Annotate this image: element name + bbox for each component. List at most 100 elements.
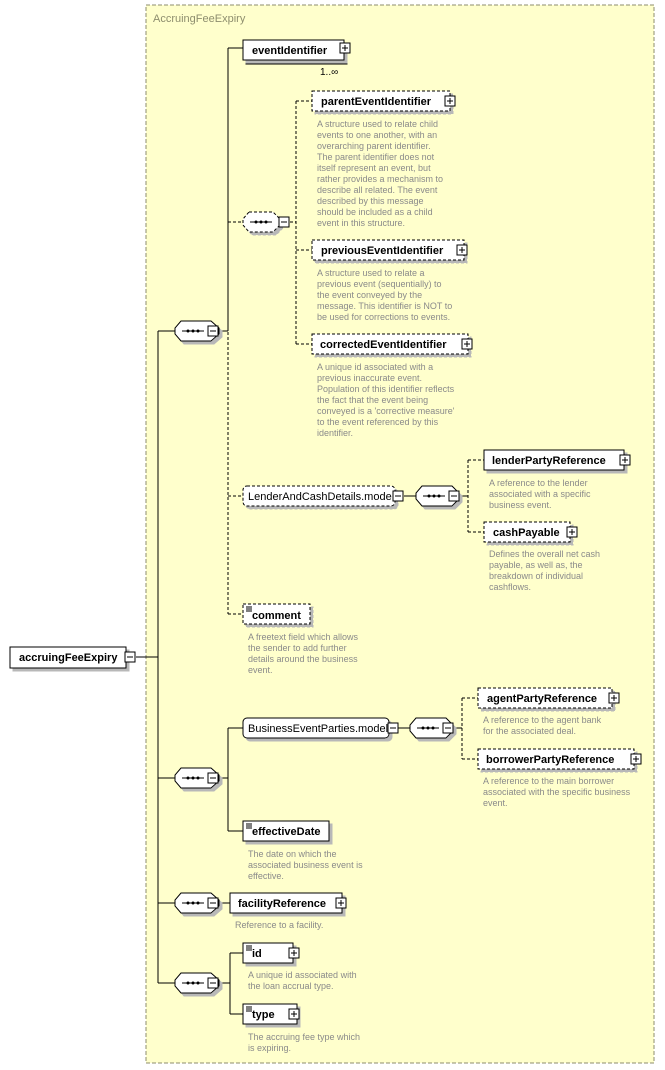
- doc-line: A structure used to relate child: [317, 119, 438, 129]
- sequence-compositor-lender[interactable]: [415, 485, 460, 507]
- doc-line: conveyed is a 'corrective measure': [317, 406, 455, 416]
- expand-icon[interactable]: [630, 753, 642, 765]
- simple-type-icon: [246, 606, 252, 612]
- doc-line: event.: [483, 798, 508, 808]
- element-doc: Reference to a facility.: [235, 920, 323, 930]
- element-label: id: [252, 948, 262, 960]
- expand-icon[interactable]: [335, 897, 347, 909]
- element-label: facilityReference: [238, 898, 326, 910]
- element-label: effectiveDate: [252, 826, 320, 838]
- collapse-icon[interactable]: [387, 722, 399, 734]
- doc-line: rather provides a mechanism to: [317, 174, 443, 184]
- doc-line: previous inaccurate event.: [317, 373, 422, 383]
- collapse-icon[interactable]: [392, 490, 404, 502]
- element-label: comment: [252, 610, 301, 622]
- sequence-compositor-3[interactable]: [174, 892, 220, 914]
- doc-line: event.: [248, 665, 273, 675]
- collapse-icon[interactable]: [207, 977, 219, 989]
- doc-line: A freetext field which allows: [248, 632, 359, 642]
- doc-line: breakdown of individual: [489, 571, 583, 581]
- doc-line: described by this message: [317, 196, 424, 206]
- element-label: lenderPartyReference: [492, 455, 606, 467]
- element-label: parentEventIdentifier: [321, 96, 432, 108]
- doc-line: A reference to the agent bank: [483, 715, 602, 725]
- collapse-icon[interactable]: [448, 490, 460, 502]
- doc-line: Defines the overall net cash: [489, 549, 600, 559]
- expand-icon[interactable]: [339, 42, 351, 54]
- doc-line: identifier.: [317, 428, 353, 438]
- group-BusinessEventParties-model[interactable]: BusinessEventParties.model: [242, 717, 399, 739]
- element-label: eventIdentifier: [252, 45, 328, 57]
- element-previousEventIdentifier[interactable]: previousEventIdentifier A structure used…: [311, 239, 468, 322]
- doc-line: events to one another, with an: [317, 130, 437, 140]
- doc-line: The accruing fee type which: [248, 1032, 360, 1042]
- expand-icon[interactable]: [461, 338, 473, 350]
- sequence-compositor-2[interactable]: [174, 767, 220, 789]
- expand-icon[interactable]: [288, 1008, 300, 1020]
- group-LenderAndCashDetails-model[interactable]: LenderAndCashDetails.model: [242, 485, 404, 507]
- element-label: borrowerPartyReference: [486, 754, 614, 766]
- element-facilityReference[interactable]: facilityReference Reference to a facilit…: [229, 892, 347, 930]
- doc-line: associated with a specific: [489, 489, 591, 499]
- expand-icon[interactable]: [444, 95, 456, 107]
- root-element-accruingFeeExpiry[interactable]: accruingFeeExpiry: [9, 646, 136, 669]
- doc-line: business event.: [489, 500, 552, 510]
- doc-line: describe all related. The event: [317, 185, 438, 195]
- element-agentPartyReference[interactable]: agentPartyReference A reference to the a…: [477, 687, 620, 736]
- doc-line: the fact that the event being: [317, 395, 428, 405]
- sequence-compositor-optional[interactable]: [242, 211, 290, 233]
- collapse-icon[interactable]: [207, 897, 219, 909]
- element-parentEventIdentifier[interactable]: parentEventIdentifier A structure used t…: [311, 90, 456, 228]
- collapse-icon[interactable]: [124, 651, 136, 663]
- expand-icon[interactable]: [608, 692, 620, 704]
- element-cashPayable[interactable]: cashPayable Defines the overall net cash…: [483, 521, 600, 592]
- doc-line: for the associated deal.: [483, 726, 576, 736]
- element-label: agentPartyReference: [487, 693, 597, 705]
- doc-line: A structure used to relate a: [317, 268, 425, 278]
- group-label: LenderAndCashDetails.model: [248, 491, 394, 503]
- doc-line: the sender to add further: [248, 643, 347, 653]
- expand-icon[interactable]: [456, 244, 468, 256]
- doc-line: associated with the specific business: [483, 787, 631, 797]
- expand-icon[interactable]: [566, 526, 578, 538]
- doc-line: to the event referenced by this: [317, 417, 439, 427]
- doc-line: effective.: [248, 871, 284, 881]
- sequence-compositor-parties[interactable]: [409, 717, 454, 739]
- doc-line: overarching parent identifier.: [317, 141, 431, 151]
- doc-line: The parent identifier does not: [317, 152, 435, 162]
- optional-connectors: [219, 100, 484, 760]
- element-borrowerPartyReference[interactable]: borrowerPartyReference A reference to th…: [477, 748, 642, 808]
- simple-type-icon: [246, 1006, 252, 1012]
- element-eventIdentifier[interactable]: eventIdentifier 1..∞: [242, 39, 351, 78]
- doc-line: cashflows.: [489, 582, 531, 592]
- root-label: accruingFeeExpiry: [19, 652, 118, 664]
- expand-icon[interactable]: [619, 454, 631, 466]
- sequence-compositor-4[interactable]: [174, 972, 220, 994]
- collapse-icon[interactable]: [442, 722, 454, 734]
- expand-icon[interactable]: [288, 947, 300, 959]
- sequence-compositor-1[interactable]: [174, 320, 220, 342]
- multiplicity-label: 1..∞: [320, 67, 338, 78]
- group-label: BusinessEventParties.model: [248, 723, 388, 735]
- collapse-icon[interactable]: [278, 216, 290, 228]
- doc-line: details around the business: [248, 654, 358, 664]
- doc-line: A reference to the main borrower: [483, 776, 614, 786]
- element-correctedEventIdentifier[interactable]: correctedEventIdentifier A unique id ass…: [311, 333, 473, 438]
- doc-line: payable, as well as, the: [489, 560, 583, 570]
- collapse-icon[interactable]: [207, 325, 219, 337]
- collapse-icon[interactable]: [207, 772, 219, 784]
- element-lenderPartyReference[interactable]: lenderPartyReference A reference to the …: [483, 449, 631, 510]
